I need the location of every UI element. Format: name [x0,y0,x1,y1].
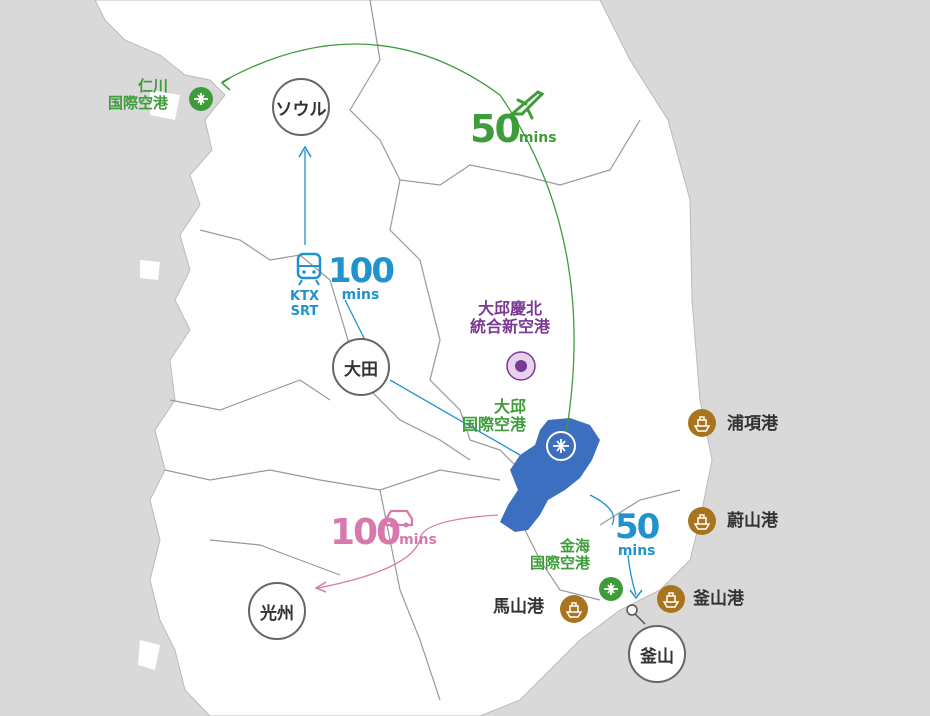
ship-icon [657,585,685,613]
flight-time-value: 50 [470,107,521,151]
new-airport-marker [506,351,536,381]
car-route-line [317,514,499,589]
route-lines [221,43,637,596]
car-time-unit: mins [399,532,437,548]
island [138,640,160,670]
train-icon [296,252,322,286]
busan-road-time: 50 mins [615,507,660,560]
city-busan: 釜山 [628,625,686,683]
rail-time-value: 100 [328,251,395,291]
flight-time-unit: mins [518,130,557,146]
city-label: 釜山 [640,646,674,667]
busan-road-time-unit: mins [617,543,656,560]
busan-road-time-value: 50 [615,507,660,547]
ship-icon [688,507,716,535]
city-label: ソウル [275,99,327,120]
port-label-masan: 馬山港 [493,597,544,617]
island [140,260,160,280]
island [150,90,180,120]
city-label: 大田 [344,359,378,380]
city-gwangju: 光州 [248,582,306,640]
airplane-icon [189,87,213,111]
port-label-busan: 釜山港 [693,589,744,609]
flight-route-line [221,43,575,441]
car-time-value: 100 [330,512,401,553]
city-label: 光州 [260,603,294,624]
airport-label-daegu: 大邱 国際空港 [462,397,527,435]
airport-label-new: 大邱慶北 統合新空港 [470,299,551,337]
ship-icon [560,595,588,623]
airplane-icon [599,577,623,601]
port-label-ulsan: 蔚山港 [727,511,778,531]
land-mass [94,0,713,716]
rail-route-line-daegu [389,379,521,456]
airplane-icon [546,431,576,461]
busan-route-line [589,494,637,596]
arrowheads [220,77,643,600]
rail-type-label: KTX SRT [290,289,319,319]
rail-time: 100 mins [328,251,395,304]
ship-icon [688,409,716,437]
airport-label-incheon: 仁川 国際空港 [108,77,169,113]
city-seoul: ソウル [272,78,330,136]
rail-time-unit: mins [341,287,380,304]
car-time: 100mins [330,512,437,553]
car-icon [384,509,414,528]
port-label-pohang: 浦項港 [727,414,778,434]
airplane-icon [508,90,545,120]
city-daejeon: 大田 [332,338,390,396]
busan-marker [626,604,638,616]
airport-label-gimhae: 金海 国際空港 [530,537,591,573]
rail-route-line-daejeon [344,299,366,341]
flight-time: 50mins [470,107,557,152]
